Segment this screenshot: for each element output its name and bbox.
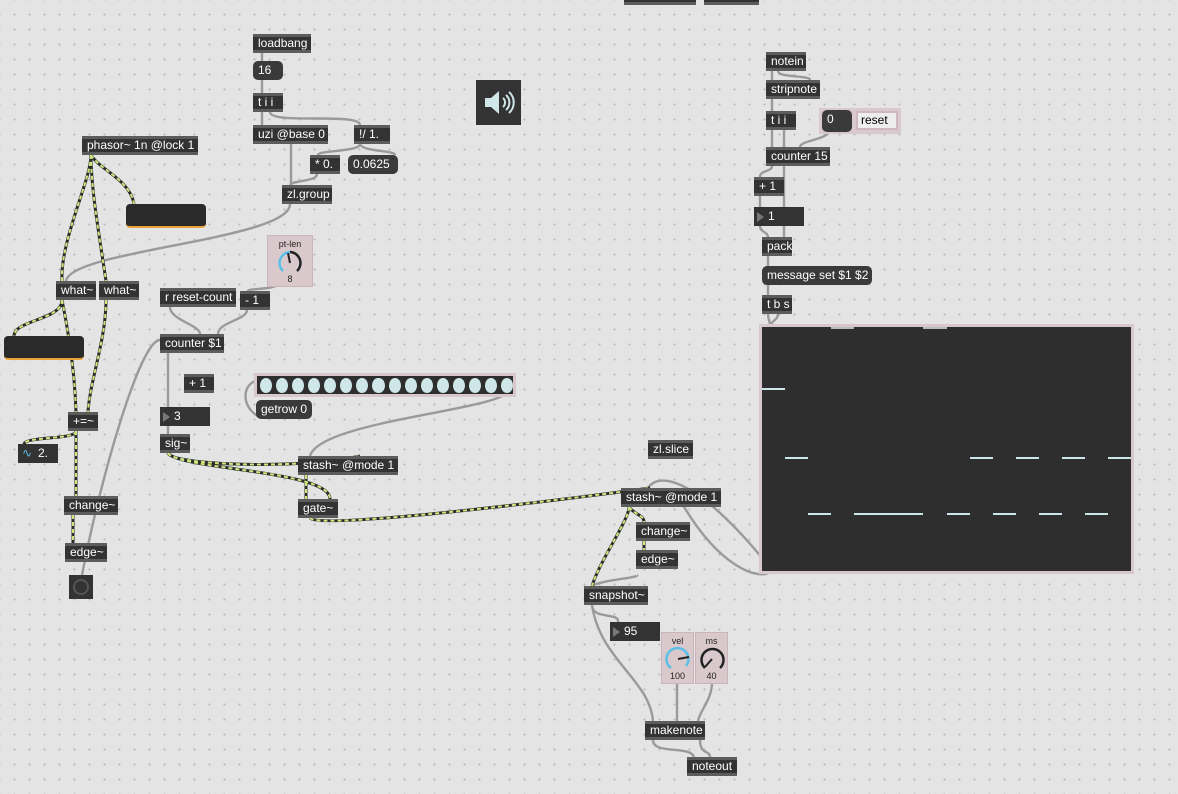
- matrix-cell[interactable]: [452, 377, 465, 393]
- reset-comment: reset: [856, 111, 898, 130]
- multislider-bar[interactable]: [854, 512, 878, 515]
- matrix-cell[interactable]: [276, 377, 289, 393]
- signal-wave-icon: ∿: [22, 446, 33, 460]
- number-box[interactable]: 1: [754, 207, 804, 226]
- zero-message[interactable]: 0: [822, 110, 852, 132]
- matrix-cell[interactable]: [340, 377, 353, 393]
- multislider-bar[interactable]: [1015, 456, 1039, 459]
- dial-pt-len[interactable]: pt-len 8: [267, 235, 313, 287]
- trigger-object[interactable]: t i i: [766, 111, 796, 130]
- matrix-cell[interactable]: [308, 377, 321, 393]
- zl-group-object[interactable]: zl.group: [282, 185, 332, 204]
- edge-object[interactable]: edge~: [65, 543, 107, 562]
- multislider[interactable]: [759, 324, 1134, 574]
- multislider-bar[interactable]: [923, 327, 947, 329]
- multislider-bar[interactable]: [785, 456, 809, 459]
- matrix-cell[interactable]: [260, 377, 273, 393]
- zl-slice-object[interactable]: zl.slice: [648, 440, 693, 459]
- snapshot-object[interactable]: snapshot~: [584, 586, 648, 605]
- multislider-bar[interactable]: [762, 388, 786, 391]
- dial-label: pt-len: [278, 239, 302, 249]
- dial-label: vel: [671, 636, 684, 646]
- change-object[interactable]: change~: [64, 496, 118, 515]
- matrix-cell[interactable]: [500, 377, 513, 393]
- makenote-object[interactable]: makenote: [645, 721, 705, 740]
- matrix-cell[interactable]: [484, 377, 497, 393]
- trigger-object[interactable]: t i i: [253, 93, 283, 112]
- what-object[interactable]: what~: [99, 281, 139, 300]
- dial-label: ms: [705, 636, 718, 646]
- uzi-object[interactable]: uzi @base 0: [253, 125, 328, 144]
- dial-knob-icon: [664, 646, 690, 670]
- gate-object[interactable]: gate~: [298, 499, 338, 518]
- stash-object[interactable]: stash~ @mode 1: [298, 456, 398, 475]
- pack-object[interactable]: pack: [762, 237, 792, 256]
- noteout-object[interactable]: noteout: [687, 757, 737, 776]
- minus-object[interactable]: - 1: [240, 291, 270, 310]
- offscreen-object[interactable]: [704, 0, 759, 5]
- multislider-bar[interactable]: [831, 327, 855, 329]
- multislider-bar[interactable]: [1084, 512, 1108, 515]
- dial-value: 8: [287, 274, 293, 284]
- multislider-bar[interactable]: [1061, 456, 1085, 459]
- dial-vel[interactable]: vel 100: [661, 632, 694, 684]
- matrix-cell[interactable]: [388, 377, 401, 393]
- bang-button[interactable]: [69, 575, 93, 599]
- trigger-object[interactable]: t b s: [762, 295, 792, 314]
- slider[interactable]: [126, 204, 206, 228]
- multiply-object[interactable]: * 0.: [310, 155, 340, 174]
- matrix-cell[interactable]: [404, 377, 417, 393]
- signal-number-box[interactable]: ∿ 2.: [18, 444, 58, 463]
- step-message[interactable]: 0.0625: [348, 155, 398, 174]
- set-message[interactable]: message set $1 $2: [762, 266, 872, 285]
- what-object[interactable]: what~: [56, 281, 96, 300]
- plus-equals-object[interactable]: +=~: [68, 412, 98, 431]
- number-box[interactable]: 3: [160, 407, 210, 426]
- matrix-cell[interactable]: [292, 377, 305, 393]
- plus-object[interactable]: + 1: [754, 177, 784, 196]
- counter-object[interactable]: counter $1: [160, 334, 224, 353]
- dial-value: 40: [706, 671, 717, 681]
- matrix-cell[interactable]: [436, 377, 449, 393]
- sig-object[interactable]: sig~: [160, 434, 190, 453]
- stripnote-object[interactable]: stripnote: [766, 80, 820, 99]
- dial-knob-icon: [278, 250, 302, 272]
- matrix-cell[interactable]: [356, 377, 369, 393]
- matrix-cell[interactable]: [420, 377, 433, 393]
- number-box[interactable]: 95: [610, 622, 660, 641]
- matrix-cell[interactable]: [468, 377, 481, 393]
- phasor-object[interactable]: phasor~ 1n @lock 1: [82, 136, 198, 155]
- multislider-bar[interactable]: [1107, 456, 1131, 459]
- multislider-bar[interactable]: [808, 512, 832, 515]
- speaker-icon[interactable]: [476, 80, 521, 125]
- multislider-bar[interactable]: [877, 512, 901, 515]
- multislider-bar[interactable]: [969, 456, 993, 459]
- matrix-control[interactable]: [254, 373, 516, 397]
- matrix-cell[interactable]: [324, 377, 337, 393]
- multislider-bar[interactable]: [946, 512, 970, 515]
- slider[interactable]: [4, 336, 84, 360]
- multislider-bar[interactable]: [992, 512, 1016, 515]
- loadbang-object[interactable]: loadbang: [253, 34, 311, 53]
- dial-knob-icon: [699, 647, 725, 669]
- matrix-cell[interactable]: [372, 377, 385, 393]
- notein-object[interactable]: notein: [766, 52, 806, 71]
- dial-ms[interactable]: ms 40: [695, 632, 728, 684]
- int-message-16[interactable]: 16: [253, 61, 283, 80]
- getrow-message[interactable]: getrow 0: [256, 400, 312, 419]
- dial-value: 100: [669, 671, 686, 681]
- change-object[interactable]: change~: [636, 522, 690, 541]
- receive-reset-count[interactable]: r reset-count: [160, 288, 236, 307]
- multislider-bar[interactable]: [900, 512, 924, 515]
- offscreen-object[interactable]: [624, 0, 696, 5]
- reverse-divide-object[interactable]: !/ 1.: [354, 125, 390, 144]
- plus-object[interactable]: + 1: [184, 374, 214, 393]
- counter-object[interactable]: counter 15: [766, 147, 830, 166]
- signal-value: 2.: [38, 446, 49, 460]
- stash-object[interactable]: stash~ @mode 1: [621, 488, 721, 507]
- edge-object[interactable]: edge~: [636, 550, 678, 569]
- multislider-bar[interactable]: [1038, 512, 1062, 515]
